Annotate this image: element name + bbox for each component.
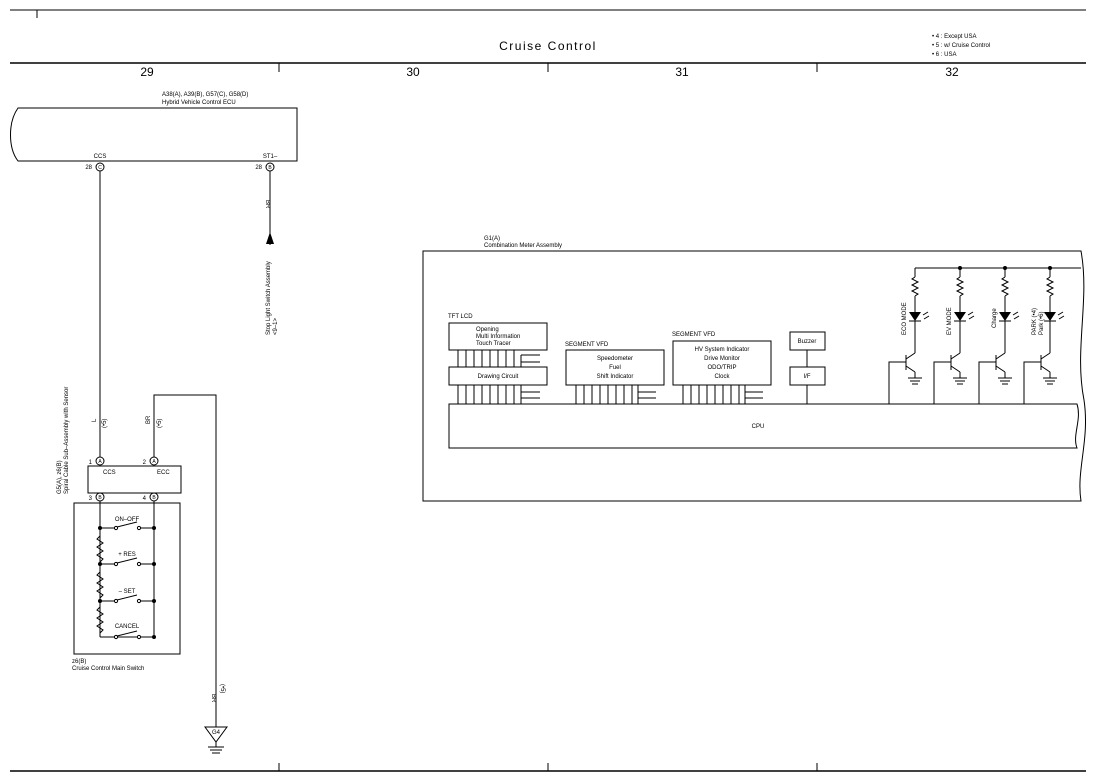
- buzzer-label: Buzzer: [798, 339, 817, 345]
- switch-res-label: + RES: [118, 552, 136, 558]
- vfd1-box: [565, 349, 665, 386]
- vfd2-clock: Clock: [714, 374, 730, 380]
- switch-on-off-label: ON–OFF: [115, 517, 140, 523]
- wire-ground-note: (•5): [219, 684, 225, 693]
- vfd2-odo-trip: ODO/TRIP: [707, 365, 736, 371]
- spiral-pin3-letter: B: [98, 495, 102, 501]
- column-number-30: 30: [406, 65, 420, 79]
- vfd2-title: SEGMENT VFD: [672, 332, 716, 338]
- vfd2-hv-indicator: HV System Indicator: [695, 347, 750, 353]
- cpu-box: [448, 403, 1079, 449]
- spiral-pin3-number: 3: [89, 496, 93, 502]
- drawing-bus: [457, 385, 540, 404]
- spiral-cable-name: Spiral Cable Sub–Assembly with Sensor: [64, 387, 70, 494]
- tft-line-opening: Opening: [476, 327, 499, 333]
- tft-line-multi-info: Multi Information: [476, 334, 520, 340]
- spiral-pin2-number: 2: [143, 460, 147, 466]
- spiral-pin1-number: 1: [89, 460, 93, 466]
- led-ev-mode-label: EV MODE: [947, 307, 953, 335]
- switch-set-label: – SET: [119, 589, 136, 595]
- main-switch-box: [73, 502, 181, 655]
- resistor-1: [96, 535, 104, 563]
- vfd2-bus: [682, 385, 763, 404]
- switch-cancel-label: CANCEL: [115, 624, 140, 630]
- resistor-2: [96, 571, 104, 599]
- tft-box: [448, 322, 548, 351]
- led-eco-mode: [888, 268, 930, 404]
- ecu-pin-ccs-connector-letter: C: [98, 165, 102, 171]
- spiral-pin4-number: 4: [143, 496, 147, 502]
- wire-st1-color: BR: [264, 200, 270, 209]
- switch-set: – SET: [98, 589, 156, 604]
- vfd2-box: [672, 340, 772, 386]
- header-frame: [10, 9, 1086, 772]
- vfd1-speedometer: Speedometer: [597, 356, 633, 362]
- spiral-pin4-letter: B: [152, 495, 156, 501]
- spiral-pin2-letter: A: [152, 459, 156, 465]
- spiral-pin1-connector: [95, 456, 105, 466]
- drawing-circuit-label: Drawing Circuit: [478, 374, 519, 380]
- main-switch-code: z6(B): [72, 659, 86, 665]
- stop-light-switch-label: Stop Light Switch Assembly: [266, 261, 272, 335]
- led-park-extra-label: Park (•6): [1039, 312, 1045, 335]
- switch-on-off: ON–OFF: [98, 517, 156, 531]
- spiral-ccs-label: CCS: [103, 470, 116, 476]
- column-number-29: 29: [140, 65, 154, 79]
- page-title: Cruise Control: [499, 39, 597, 53]
- ecu-pin-st1-number: 28: [255, 165, 262, 171]
- ecu-connector-codes: A38(A), A39(B), G57(C), G58(D): [162, 92, 248, 98]
- led-charge: [978, 266, 1020, 404]
- wire-st1-arrow: [266, 232, 274, 244]
- spiral-pin1-letter: A: [98, 459, 102, 465]
- ground-g4-label: G4: [212, 730, 221, 736]
- led-park: [1023, 266, 1065, 404]
- ground-g4-symbol: [204, 726, 228, 743]
- spiral-ecc-label: ECC: [157, 470, 170, 476]
- if-label: I/F: [804, 374, 811, 380]
- led-charge-label: Charge: [992, 308, 998, 328]
- tft-line-touch-tracer: Touch Tracer: [476, 341, 511, 347]
- vfd1-shift-indicator: Shift Indicator: [597, 374, 634, 380]
- vfd1-bus: [575, 385, 656, 404]
- ecu-pin-st1-label: ST1–: [263, 154, 278, 160]
- main-switch-name: Cruise Control Main Switch: [72, 666, 144, 672]
- note-usa: • 6 : USA: [932, 52, 956, 58]
- tft-title: TFT LCD: [448, 314, 473, 320]
- spiral-cable-codes: G5(A), z6(B): [57, 460, 63, 494]
- column-number-32: 32: [945, 65, 959, 79]
- stop-light-switch-ref: <9–1>: [273, 317, 279, 335]
- wire-ecc-note: (•5): [157, 419, 163, 428]
- spiral-cable-box: [87, 465, 182, 494]
- note-cruise-control: • 5 : w/ Cruise Control: [932, 43, 990, 49]
- vfd1-fuel: Fuel: [609, 365, 621, 371]
- resistor-3: [96, 606, 104, 634]
- switch-cancel: CANCEL: [113, 624, 156, 640]
- ecu-pin-ccs-number: 28: [85, 165, 92, 171]
- meter-name: Combination Meter Assembly: [484, 243, 562, 249]
- meter-code: G1(A): [484, 236, 500, 242]
- wire-ccs-color: L: [92, 418, 98, 422]
- led-park-label: PARK (•4): [1032, 308, 1038, 335]
- led-ev-mode: [933, 266, 975, 404]
- spiral-pin2-connector: [149, 456, 159, 466]
- led-eco-mode-label: ECO MODE: [902, 302, 908, 335]
- wire-ground-color: BR: [210, 694, 216, 703]
- wire-ccs-note: (•5): [102, 419, 108, 428]
- tft-bus: [457, 350, 540, 367]
- note-except-usa: • 4 : Except USA: [932, 34, 976, 40]
- ecu-pin-st1-connector-letter: B: [268, 165, 272, 171]
- column-number-31: 31: [675, 65, 689, 79]
- switch-res: + RES: [98, 552, 156, 567]
- ecu-pin-ccs-label: CCS: [94, 154, 107, 160]
- ecu-box: [10, 107, 298, 162]
- wire-ecc-color: BR: [146, 415, 152, 424]
- ecu-name: Hybrid Vehicle Control ECU: [162, 100, 236, 106]
- ground-earth-icon: [208, 742, 224, 754]
- wire-ecc-ground: [153, 394, 217, 727]
- meter-box: [422, 250, 1087, 502]
- vfd1-title: SEGMENT VFD: [565, 342, 609, 348]
- vfd2-drive-monitor: Drive Monitor: [704, 356, 740, 362]
- cpu-label: CPU: [752, 424, 765, 430]
